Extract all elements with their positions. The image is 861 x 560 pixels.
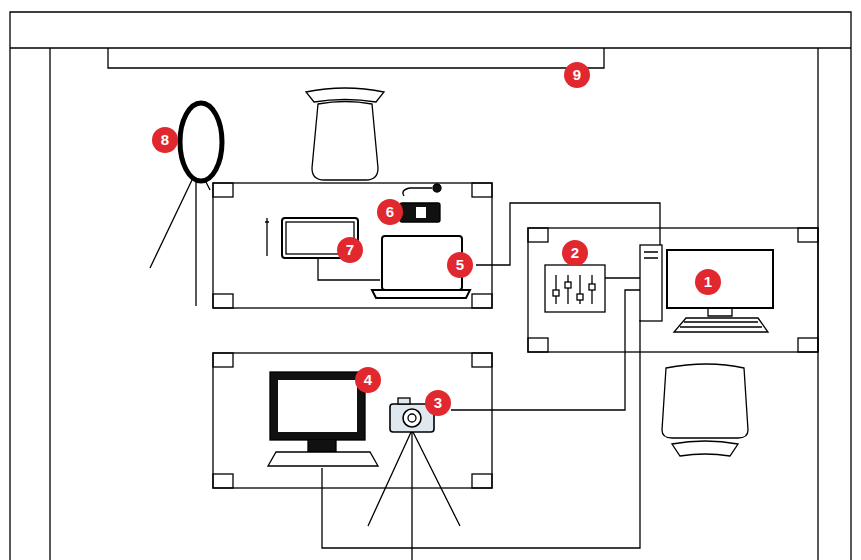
table <box>213 353 492 488</box>
callout-number: 6 <box>377 199 403 225</box>
tablet <box>265 218 380 280</box>
outer-wall <box>10 12 851 560</box>
callout-number: 9 <box>564 62 590 88</box>
callout-number: 2 <box>562 240 588 266</box>
inner-wall <box>50 48 818 560</box>
callout-number: 3 <box>425 390 451 416</box>
phone <box>400 184 441 222</box>
callout-number: 5 <box>447 252 473 278</box>
chair <box>306 88 384 180</box>
callout-number: 8 <box>152 127 178 153</box>
camera <box>368 290 640 560</box>
callout-number: 1 <box>695 269 721 295</box>
mixer <box>545 265 640 312</box>
wall-line <box>10 47 851 48</box>
shelf-bracket <box>108 48 604 68</box>
callout-number: 7 <box>337 237 363 263</box>
cable <box>476 203 660 265</box>
computer <box>640 245 773 332</box>
chair <box>662 364 748 456</box>
ring-light <box>150 103 222 306</box>
table <box>213 183 492 308</box>
callout-number: 4 <box>355 367 381 393</box>
table <box>528 228 818 352</box>
